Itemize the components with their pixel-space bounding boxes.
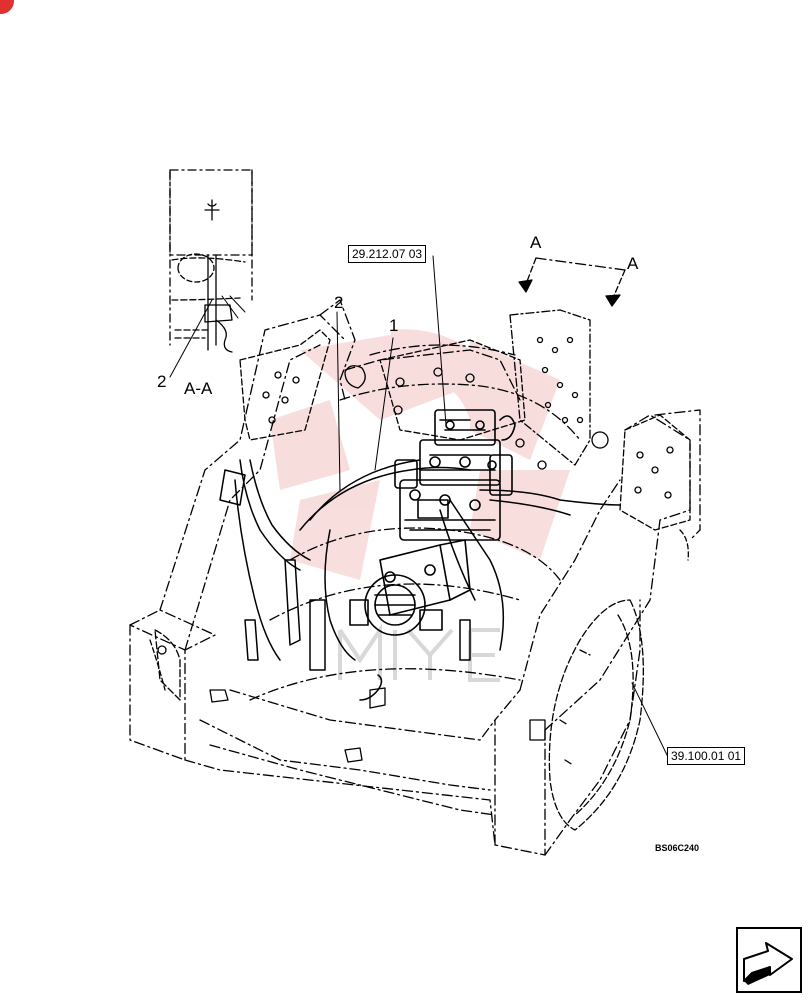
right-side-plate xyxy=(619,414,691,561)
view-arrows xyxy=(518,257,626,307)
section-label: A-A xyxy=(184,379,213,398)
bottom-fittings xyxy=(209,687,546,763)
leader-2-detail xyxy=(169,299,213,378)
watermark-text xyxy=(338,623,500,682)
detail-view-a-a xyxy=(169,169,253,353)
hydraulic-pump xyxy=(349,539,471,636)
figure-code: BS06C240 xyxy=(655,843,700,853)
leader-ref-top xyxy=(432,255,447,426)
ref-link-29-212-07-03[interactable]: 29.212.07 03 xyxy=(348,245,427,263)
left-side-plate xyxy=(149,329,331,691)
leader-2 xyxy=(336,311,341,491)
callout-2-detail: 2 xyxy=(157,372,167,391)
valve-mount-plate xyxy=(509,309,609,466)
hydraulic-hoses xyxy=(219,459,621,701)
leader-1 xyxy=(374,337,394,471)
chassis-frame xyxy=(129,299,701,856)
callout-1: 1 xyxy=(389,316,399,335)
view-letter-a-left: A xyxy=(530,233,542,252)
left-tank-end xyxy=(154,629,181,701)
upper-platform xyxy=(344,339,547,470)
callout-2: 2 xyxy=(334,293,344,312)
watermark xyxy=(270,329,570,580)
next-page-button[interactable] xyxy=(736,927,802,993)
ref-link-39-100-01-01[interactable]: 39.100.01 01 xyxy=(667,747,746,765)
leader-ref-right xyxy=(631,682,669,758)
tank-end-cover xyxy=(548,599,644,831)
view-letter-a-right: A xyxy=(627,254,639,273)
next-page-arrow-icon xyxy=(743,942,793,985)
